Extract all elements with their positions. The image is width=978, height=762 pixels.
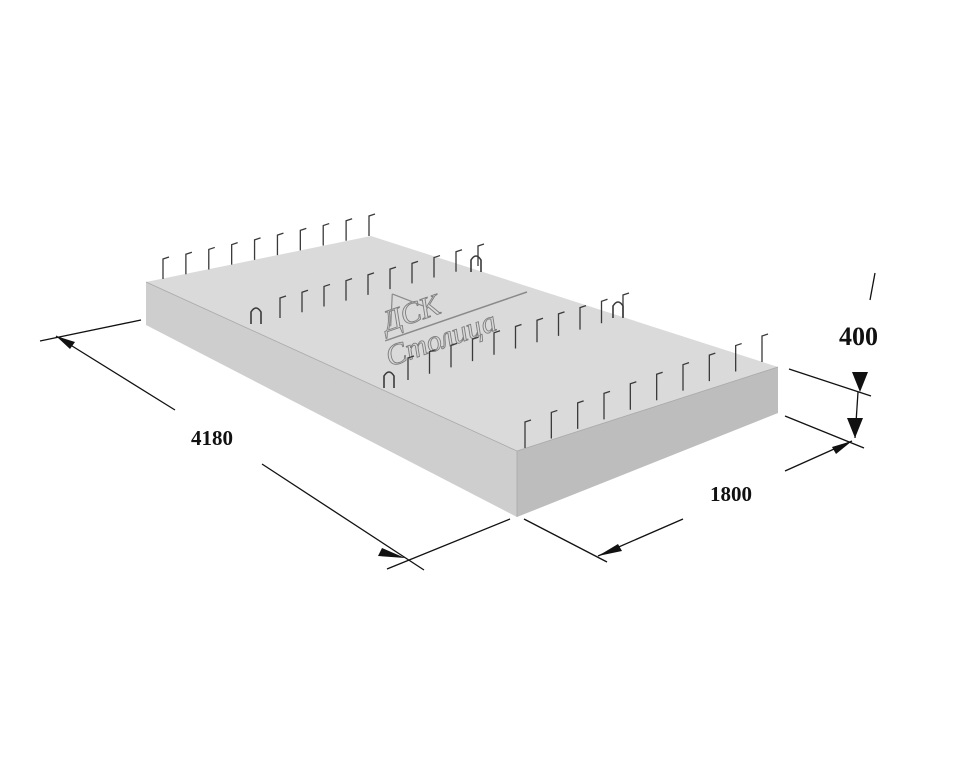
rebar-outlet: [477, 243, 485, 266]
rebar-outlet: [524, 419, 532, 448]
rebar-outlet: [411, 260, 419, 284]
width-arrow-end: [832, 441, 852, 454]
rebar-outlet: [208, 246, 215, 270]
dimension-height: [788, 272, 876, 439]
logo-spire-2: [392, 293, 425, 307]
rebar-outlet: [368, 213, 376, 236]
height-arrow-bottom: [847, 418, 863, 438]
rebar-outlet: [536, 317, 544, 343]
slab-right-face: [517, 367, 778, 517]
rebar-outlet: [735, 342, 742, 372]
rebar-outlet: [345, 278, 353, 301]
rebar-outlet: [162, 256, 170, 279]
width-extension-right: [784, 415, 865, 449]
slab-front-face: [146, 282, 517, 517]
rebar-outlet: [322, 222, 330, 246]
rebar-outlet: [367, 272, 375, 295]
rebar-outlet: [577, 400, 584, 429]
rebar-outlet: [301, 289, 309, 313]
rebar-outlet: [557, 311, 565, 336]
dimension-width: [523, 415, 865, 563]
height-arrow-top: [852, 372, 868, 392]
slab-top-face: [146, 236, 778, 451]
rebar-outlet: [579, 304, 587, 330]
rebar-outlet: [279, 295, 287, 318]
width-extension-left: [523, 518, 608, 563]
width-arrow-start: [598, 544, 622, 556]
rebar-outlet: [708, 352, 716, 382]
length-arrow-start: [56, 336, 75, 349]
slab-edges: [145, 281, 779, 517]
length-label: 4180: [191, 426, 233, 450]
slab: [146, 236, 778, 517]
rebar-outlet: [407, 355, 415, 380]
rebar-outlet: [514, 323, 522, 349]
length-extension-top: [39, 319, 142, 342]
rebar-outlet: [629, 381, 637, 410]
rebar-outlet: [345, 218, 353, 241]
rebar-outlet: [761, 333, 769, 362]
logo-underline: [384, 291, 528, 342]
height-leader: [869, 272, 876, 301]
logo-spire: [390, 293, 393, 327]
lifting-loop: [250, 307, 262, 324]
length-dimension-line-b: [261, 463, 425, 571]
rebar-outlet: [603, 390, 611, 420]
rebar-outlet: [600, 298, 608, 324]
rebar-outlets: [162, 213, 769, 448]
rebar-outlet: [656, 371, 663, 401]
rebar-outlet: [185, 251, 193, 275]
rebar-outlet: [299, 227, 307, 251]
lifting-loop: [383, 371, 395, 388]
rebar-outlet: [493, 330, 501, 355]
rebar-outlet: [231, 242, 238, 265]
rebar-outlet: [323, 283, 331, 307]
rebar-outlet: [276, 232, 284, 256]
length-extension-bottom: [386, 518, 511, 570]
width-label: 1800: [710, 482, 752, 506]
rebar-outlet: [428, 349, 436, 374]
rebar-outlet: [471, 336, 479, 362]
rebar-outlet: [622, 292, 630, 317]
height-label: 400: [839, 322, 878, 351]
length-arrow-end: [378, 548, 405, 558]
lifting-loop: [470, 255, 482, 272]
rebar-outlet: [450, 342, 458, 368]
rebar-outlet: [455, 249, 463, 272]
rebar-outlet: [253, 237, 261, 260]
dimension-length: [39, 319, 511, 571]
rebar-outlet: [550, 409, 558, 439]
rebar-outlet: [389, 266, 397, 290]
height-extension-top: [788, 368, 872, 397]
length-dimension-line-a: [55, 335, 176, 411]
lifting-loop: [612, 301, 624, 318]
rebar-outlet: [682, 362, 690, 391]
rebar-outlet: [433, 254, 441, 278]
